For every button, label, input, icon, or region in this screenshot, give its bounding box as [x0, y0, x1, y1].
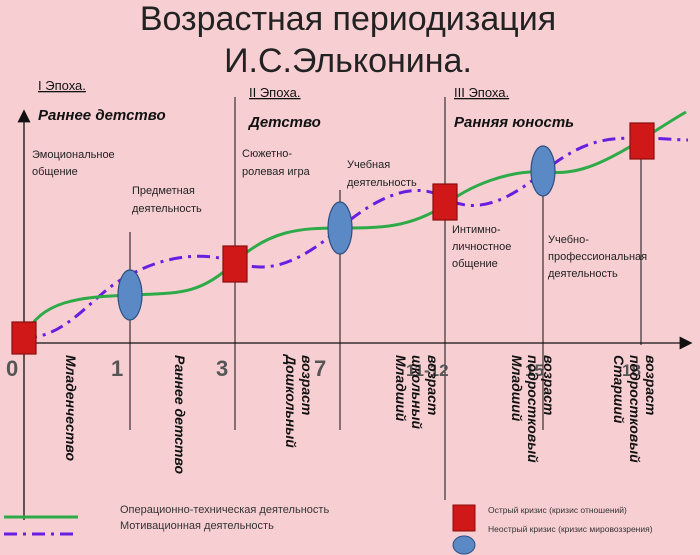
title-line-2: И.С.Эльконина.	[224, 42, 472, 80]
age-label-18: 18	[622, 361, 641, 380]
legend-nonacute-swatch	[452, 535, 476, 555]
age-label-1: 1	[111, 356, 123, 381]
activity-intimate-communication: Интимно- личностное общение	[452, 224, 514, 270]
acute-crisis-0	[11, 321, 37, 355]
stage-senior-adolescent: Старший подростковый возраст	[611, 355, 659, 467]
activity-role-play: Сюжетно- ролевая игра	[242, 148, 311, 178]
stage-early-childhood: Раннее детство	[172, 355, 188, 475]
age-label-15: 15	[525, 361, 544, 380]
stage-junior-school: Младший школьный возраст	[393, 355, 441, 433]
title-line-1: Возрастная периодизация	[140, 0, 556, 38]
activity-object-manipulation: Предметная деятельность	[132, 185, 202, 215]
era-2-period: Детство	[247, 114, 321, 131]
legend-acute-swatch	[452, 504, 476, 532]
nonacute-crisis-1	[117, 269, 143, 321]
era-1-period: Раннее детство	[38, 107, 166, 124]
nonacute-crisis-15	[530, 145, 556, 197]
legend-acute-label: Острый кризис (кризис отношений)	[488, 505, 627, 515]
nonacute-crisis-7	[327, 201, 353, 255]
era-2-label: II Эпоха.	[249, 85, 301, 100]
activity-professional-learning: Учебно- профессиональная деятельность	[548, 234, 650, 280]
age-label-7: 7	[314, 356, 326, 381]
activity-emotional-communication: Эмоциональное общение	[32, 149, 118, 178]
acute-crisis-11-12	[432, 183, 458, 221]
age-label-0: 0	[6, 356, 18, 381]
activity-learning: Учебная деятельность	[347, 159, 417, 189]
motivational-activity-curve	[23, 136, 689, 340]
stage-junior-adolescent: Младший подростковый возраст	[509, 355, 557, 467]
era-1-label: I Эпоха.	[38, 78, 86, 93]
stage-preschool: Дошкольный возраст	[283, 354, 315, 452]
age-label-11-12: 11-12	[406, 361, 449, 380]
legend-operational-label: Операционно-техническая деятельность	[120, 504, 329, 516]
era-3-period: Ранняя юность	[454, 114, 574, 131]
legend-motivational-label: Мотивационная деятельность	[120, 520, 274, 532]
acute-crisis-3	[222, 245, 248, 283]
legend-nonacute-label: Неострый кризис (кризис мировоззрения)	[488, 524, 653, 534]
acute-crisis-18	[629, 122, 655, 160]
age-label-3: 3	[216, 356, 228, 381]
era-3-label: III Эпоха.	[454, 85, 509, 100]
stage-infancy: Младенчество	[63, 355, 79, 462]
